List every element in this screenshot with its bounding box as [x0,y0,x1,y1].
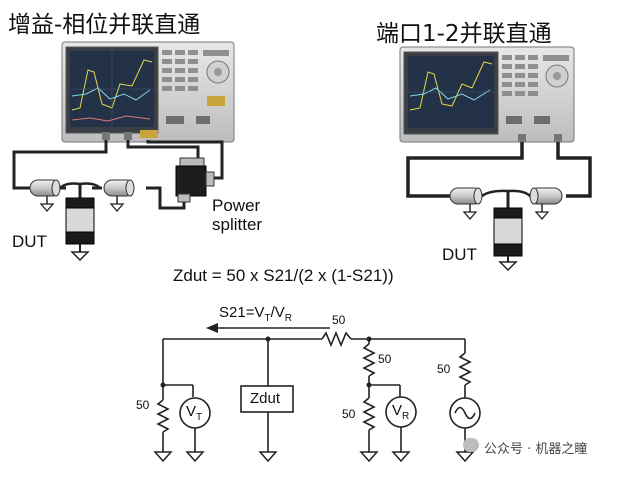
right-network-analyzer [399,46,575,143]
mid-lower-resistor-label: 50 [342,407,356,421]
s21-sub-t: T [264,313,271,324]
circuit-schematic [156,323,481,452]
right-dut-label: DUT [442,245,477,264]
left-tee-and-dut [39,182,125,262]
power-splitter [175,157,215,203]
s21-definition: S21=VT/VR [219,304,292,324]
vt-meter-label: VT [186,403,202,423]
power-splitter-label-line2: splitter [212,215,263,234]
power-splitter-label: Power splitter [212,196,262,234]
ground-symbols [153,451,475,463]
left-shunt-resistor-label: 50 [136,398,150,412]
power-splitter-label-line1: Power [212,196,261,215]
left-coax-adapters [29,179,135,197]
left-setup-title: 增益-相位并联直通 [8,12,201,38]
zdut-box-label: Zdut [250,390,281,407]
mid-upper-resistor-label: 50 [378,352,392,366]
left-cables [12,140,224,210]
source-resistor-label: 50 [437,362,451,376]
zdut-formula: Zdut = 50 x S21/(2 x (1-S21)) [173,266,394,285]
right-cables [406,142,592,198]
vr-letter: V [392,402,403,419]
vr-meter-label: VR [392,402,409,422]
s21-mid: /V [270,304,285,321]
right-tee-and-dut [462,189,550,272]
right-coax-adapters [449,187,563,205]
wechat-icon [463,438,479,452]
series-resistor-label: 50 [332,313,346,327]
vt-letter: V [186,403,197,420]
right-setup-title: 端口1-2并联直通 [376,21,552,47]
watermark-text: 公众号 · 机器之瞳 [484,442,588,457]
left-dut-label: DUT [12,232,47,251]
vt-sub: T [196,412,203,423]
vr-sub: R [402,411,410,422]
s21-sub-r: R [284,313,292,324]
junction-dots [160,336,372,388]
left-network-analyzer [61,41,235,143]
s21-prefix: S21=V [219,304,265,321]
